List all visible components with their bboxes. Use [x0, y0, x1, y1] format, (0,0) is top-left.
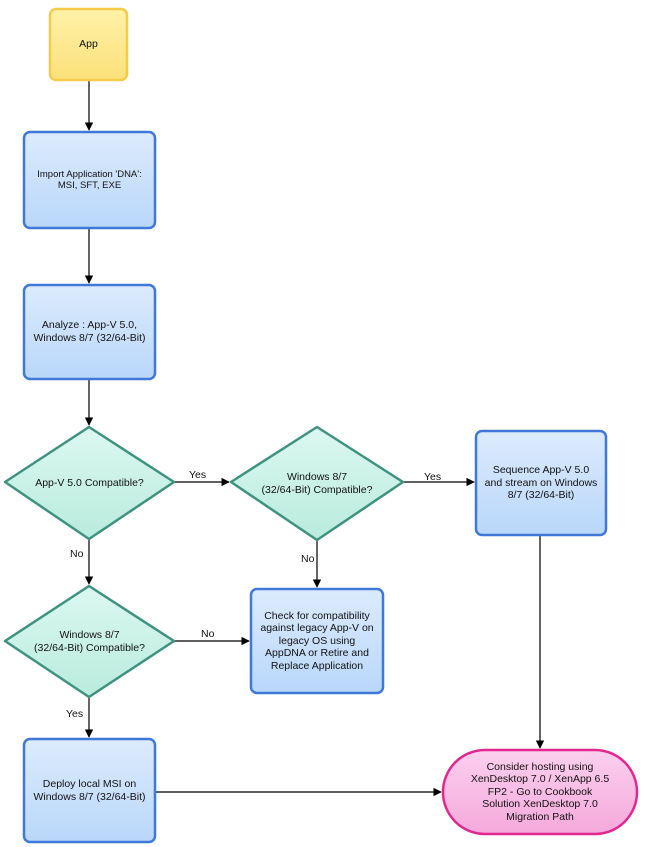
edge-label-no-win-top: No [301, 553, 315, 565]
edge-label-no-win-left: No [201, 628, 215, 640]
node-consider-hosting-shape [441, 748, 639, 836]
node-import-shape [22, 130, 157, 230]
node-app-shape [48, 7, 129, 82]
node-sequence-shape [474, 429, 608, 537]
edge-label-no-appv: No [70, 548, 84, 560]
node-win-compatible-top-shape [229, 425, 405, 542]
node-deploy-msi-shape [22, 737, 157, 844]
edge-label-yes-win-top: Yes [424, 471, 441, 483]
edge-label-yes-win-left: Yes [66, 708, 83, 720]
node-win-compatible-left-shape [3, 584, 176, 699]
edge-label-yes-appv: Yes [189, 469, 206, 481]
node-appv-compatible-shape [3, 425, 176, 541]
node-analyze-shape [22, 283, 157, 381]
node-check-compat-shape [249, 587, 385, 695]
edges [84, 80, 545, 797]
